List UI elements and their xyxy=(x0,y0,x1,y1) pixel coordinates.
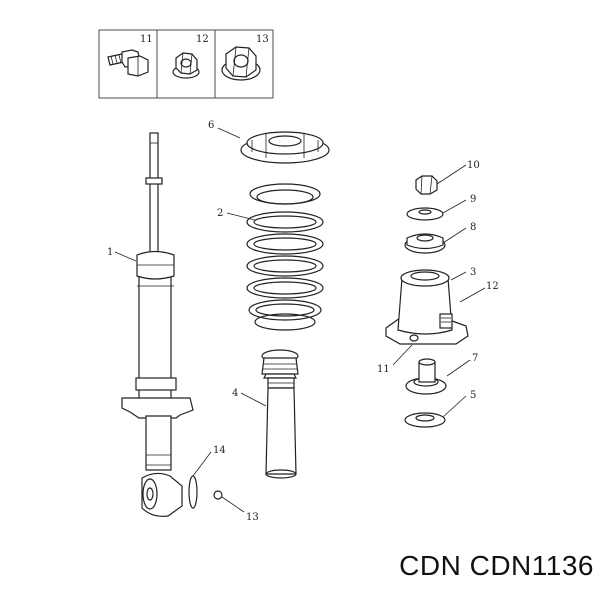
callout-labels: 1 2 6 4 10 9 8 3 12 11 7 5 14 13 xyxy=(107,120,499,523)
top-nut-part xyxy=(415,175,438,195)
fastener-inset: 11 12 13 xyxy=(98,29,274,99)
callout-7: 7 xyxy=(472,353,478,364)
callout-11: 11 xyxy=(377,364,390,375)
top-washer-part xyxy=(406,207,444,221)
bump-stop-seat-part xyxy=(405,358,447,395)
callout-14: 14 xyxy=(213,445,226,456)
callout-10: 10 xyxy=(467,160,480,171)
callout-1: 1 xyxy=(107,247,113,258)
bottom-washer-part xyxy=(404,412,446,428)
callout-9: 9 xyxy=(470,194,476,205)
callout-13: 13 xyxy=(246,512,259,523)
inset-label-nut-small: 12 xyxy=(196,34,209,45)
watermark-text: CDN CDN1136 xyxy=(399,550,594,581)
shock-absorber-part xyxy=(121,132,194,517)
dust-boot-part xyxy=(261,349,299,479)
callout-12: 12 xyxy=(486,281,499,292)
callout-8: 8 xyxy=(470,222,476,233)
coil-spring-part xyxy=(246,183,324,331)
callout-2: 2 xyxy=(217,208,223,219)
bolt-icon xyxy=(107,49,149,77)
strut-mount-part xyxy=(385,269,469,345)
lower-nut-part xyxy=(213,490,223,500)
leader-lines xyxy=(114,127,486,513)
callout-3: 3 xyxy=(470,267,476,278)
inset-label-bolt: 11 xyxy=(140,34,153,45)
lower-washer-part xyxy=(188,475,198,509)
callout-6: 6 xyxy=(208,120,214,131)
upper-spring-seat-part xyxy=(240,131,330,164)
inset-label-nut-large: 13 xyxy=(256,34,269,45)
flange-nut-small-icon xyxy=(172,52,200,79)
callout-4: 4 xyxy=(232,388,238,399)
callout-5: 5 xyxy=(470,390,476,401)
flange-nut-large-icon xyxy=(221,46,261,81)
bearing-part xyxy=(404,233,446,254)
